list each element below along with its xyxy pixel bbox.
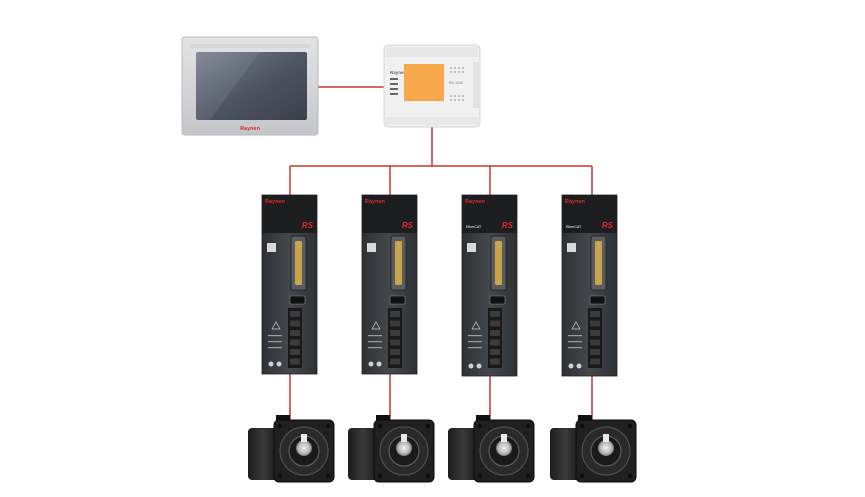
drive-brand-logo: Raynen xyxy=(565,199,586,205)
ground-terminal xyxy=(276,361,282,367)
hmi-touch-panel: Raynen xyxy=(181,36,319,136)
power-terminal-block xyxy=(388,308,402,368)
drive-brand-logo: Raynen xyxy=(265,199,286,205)
ground-terminal xyxy=(368,361,374,367)
motor-shaft xyxy=(496,440,512,456)
drive-brand-logo: Raynen xyxy=(365,199,386,205)
hmi-brand-logo: Raynen xyxy=(240,126,261,132)
wiring xyxy=(289,86,593,420)
ground-terminal xyxy=(568,363,574,369)
drive-series-logo: RS xyxy=(502,221,514,230)
drive-series-logo: RS xyxy=(302,221,314,230)
encoder-connector xyxy=(390,235,407,291)
servo-motor-1 xyxy=(248,415,335,483)
qr-code-icon xyxy=(367,243,376,252)
ground-terminal xyxy=(576,363,582,369)
warning-icon xyxy=(271,321,281,330)
drive-brand-logo: Raynen xyxy=(465,199,486,205)
plc-brand-logo: Raynen xyxy=(390,70,407,75)
servo-motor-4 xyxy=(550,415,637,483)
encoder-connector xyxy=(290,235,307,291)
drive-series-logo: RS xyxy=(602,221,614,230)
qr-code-icon xyxy=(267,243,276,252)
servo-motor-3 xyxy=(448,415,535,483)
qr-code-icon xyxy=(467,243,476,252)
plc-display xyxy=(404,64,444,101)
plc-io-terminals-bottom xyxy=(450,95,464,101)
servo-motor-2 xyxy=(348,415,435,483)
power-terminal-block xyxy=(488,308,502,368)
plc-io-terminals-top xyxy=(450,67,464,73)
drive-bus-label: EtherCAT xyxy=(466,225,482,229)
drive-bus-label: EtherCAT xyxy=(566,225,582,229)
comm-port xyxy=(589,295,606,305)
comm-port xyxy=(289,295,306,305)
power-terminal-block xyxy=(288,308,302,368)
warning-icon xyxy=(571,321,581,330)
comm-port xyxy=(389,295,406,305)
comm-port xyxy=(489,295,506,305)
warning-icon xyxy=(471,321,481,330)
hmi-screen xyxy=(196,52,307,120)
ground-terminal xyxy=(268,361,274,367)
motor-shaft xyxy=(396,440,412,456)
power-terminal-block xyxy=(588,308,602,368)
ground-terminal xyxy=(376,361,382,367)
ground-terminal xyxy=(468,363,474,369)
encoder-connector xyxy=(590,235,607,291)
servo-drives: RaynenRSRaynenRSRaynenRSEtherCATRaynenRS… xyxy=(261,194,618,377)
ground-terminal xyxy=(476,363,482,369)
warning-icon xyxy=(371,321,381,330)
encoder-connector xyxy=(490,235,507,291)
motor-shaft xyxy=(296,440,312,456)
servo-motors xyxy=(248,415,637,483)
plc-controller: Raynen RX-1000 xyxy=(383,44,481,128)
plc-status-leds xyxy=(390,78,398,95)
qr-code-icon xyxy=(567,243,576,252)
motor-shaft xyxy=(598,440,614,456)
plc-model-label: RX-1000 xyxy=(449,81,463,85)
drive-series-logo: RS xyxy=(402,221,414,230)
